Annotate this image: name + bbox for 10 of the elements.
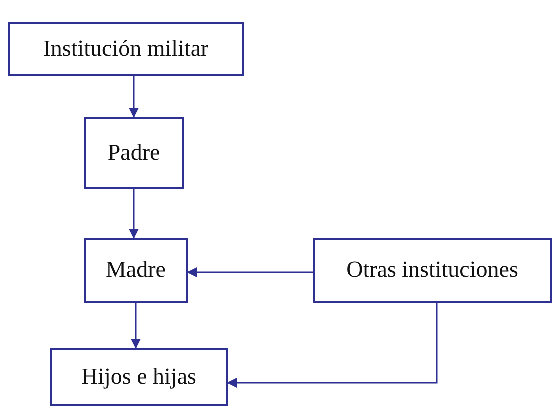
arrow xyxy=(129,76,139,118)
process-box: Hijos e hijas xyxy=(50,348,228,406)
arrow xyxy=(131,303,141,349)
process-box: Madre xyxy=(84,238,188,303)
process-box: Padre xyxy=(84,117,184,189)
process-box: Institución militar xyxy=(8,22,244,76)
process-box: Otras instituciones xyxy=(313,238,552,303)
arrow xyxy=(129,189,139,239)
arrow xyxy=(227,303,438,388)
arrow xyxy=(187,268,313,278)
